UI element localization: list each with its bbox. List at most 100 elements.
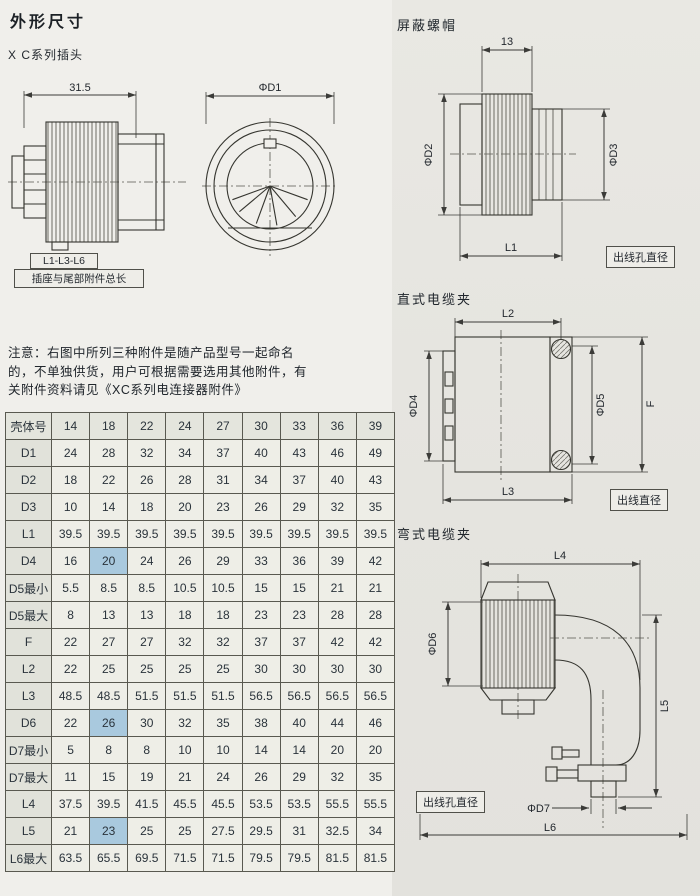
table-cell: 35 — [355, 493, 396, 521]
table-cell: 39.5 — [317, 520, 357, 548]
table-cell: 30 — [241, 655, 281, 683]
table-cell: 36 — [317, 412, 357, 440]
table-cell: 55.5 — [355, 790, 396, 818]
table-cell: 8 — [50, 601, 91, 629]
table-cell: 19 — [127, 763, 167, 791]
table-cell: 56.5 — [317, 682, 357, 710]
table-cell: 56.5 — [241, 682, 281, 710]
bent-dimensions: L4 ΦD6 L5 ΦD7 L6 — [419, 550, 688, 840]
row-label: L6最大 — [5, 844, 52, 872]
row-label: D6 — [5, 709, 52, 737]
table-cell: 30 — [241, 412, 281, 440]
clamp-f-label: F — [645, 400, 657, 407]
table-cell: 8 — [127, 736, 167, 764]
table-cell: 10 — [203, 736, 243, 764]
nut-dimensions: 13 ΦD2 ΦD3 L1 — [423, 36, 620, 261]
table-cell: 28 — [89, 439, 129, 467]
table-cell: 32 — [165, 709, 205, 737]
table-cell: 8.5 — [89, 574, 129, 602]
table-cell: 16 — [50, 547, 91, 575]
table-cell: 21 — [355, 574, 396, 602]
table-cell: 39.5 — [165, 520, 205, 548]
table-cell: 28 — [355, 601, 396, 629]
table-cell: 23 — [241, 601, 281, 629]
table-cell: 26 — [89, 709, 129, 737]
table-cell: 18 — [165, 601, 205, 629]
table-cell: 14 — [89, 493, 129, 521]
table-cell: 40 — [241, 439, 281, 467]
table-cell: 39 — [317, 547, 357, 575]
row-label: L1 — [5, 520, 52, 548]
front-view-diameter-label: ΦD1 — [259, 82, 282, 94]
nut-band-width-label: 13 — [501, 36, 513, 48]
table-cell: 39.5 — [50, 520, 91, 548]
table-cell: 43 — [355, 466, 396, 494]
table-cell: 33 — [241, 547, 281, 575]
clamp-l3-label: L3 — [502, 486, 514, 498]
bent-d7-label: ΦD7 — [527, 803, 550, 815]
table-cell: 36 — [279, 547, 319, 575]
table-cell: 51.5 — [165, 682, 205, 710]
table-cell: 37 — [279, 628, 319, 656]
row-label: L4 — [5, 790, 52, 818]
table-cell: 46 — [317, 439, 357, 467]
table-cell: 32 — [317, 493, 357, 521]
table-cell: 25 — [127, 655, 167, 683]
row-label: D7最小 — [5, 736, 52, 764]
table-cell: 35 — [355, 763, 396, 791]
bent-clamp-drawing: L4 ΦD6 L5 ΦD7 L6 — [419, 550, 688, 840]
row-label: 壳体号 — [5, 412, 52, 440]
table-cell: 20 — [317, 736, 357, 764]
row-label: D7最大 — [5, 763, 52, 791]
table-cell: 27 — [203, 412, 243, 440]
table-cell: 13 — [89, 601, 129, 629]
table-cell: 43 — [279, 439, 319, 467]
table-cell: 30 — [355, 655, 396, 683]
plug-side-view-drawing: 31.5 — [8, 82, 186, 251]
table-cell: 56.5 — [355, 682, 396, 710]
bent-l4-label: L4 — [554, 550, 566, 562]
note-line: 的，不单独供货，用户可根据需要选用其他附件，有 — [8, 364, 308, 379]
table-cell: 22 — [50, 628, 91, 656]
row-label: D2 — [5, 466, 52, 494]
table-cell: 10.5 — [203, 574, 243, 602]
table-cell: 21 — [165, 763, 205, 791]
bent-l5-label: L5 — [659, 700, 671, 712]
plug-front-view-drawing: ΦD1 — [202, 82, 338, 256]
table-cell: 22 — [50, 709, 91, 737]
clamp-l2-label: L2 — [502, 308, 514, 320]
table-cell: 25 — [165, 817, 205, 845]
table-cell: 27.5 — [203, 817, 243, 845]
width-dimension: 31.5 — [23, 82, 137, 138]
table-cell: 29 — [279, 763, 319, 791]
table-cell: 5.5 — [50, 574, 91, 602]
table-cell: 39.5 — [241, 520, 281, 548]
table-cell: 23 — [203, 493, 243, 521]
shield-nut-title: 屏蔽螺帽 — [397, 18, 458, 33]
table-cell: 34 — [241, 466, 281, 494]
table-cell: 10 — [50, 493, 91, 521]
straight-clamp-outlet-box: 出线直径 — [610, 489, 668, 511]
diameter-dimension: ΦD1 — [205, 82, 335, 124]
table-cell: 35 — [203, 709, 243, 737]
table-cell: 39.5 — [89, 790, 129, 818]
table-cell: 32 — [127, 439, 167, 467]
table-cell: 45.5 — [165, 790, 205, 818]
table-cell: 33 — [279, 412, 319, 440]
table-cell: 32 — [203, 628, 243, 656]
table-cell: 24 — [127, 547, 167, 575]
table-cell: 63.5 — [50, 844, 91, 872]
bent-body — [479, 581, 641, 798]
table-cell: 24 — [165, 412, 205, 440]
table-cell: 25 — [165, 655, 205, 683]
clamp-d4-label: ΦD4 — [408, 395, 420, 418]
table-cell: 39.5 — [355, 520, 396, 548]
table-cell: 15 — [279, 574, 319, 602]
table-cell: 8 — [89, 736, 129, 764]
row-label: F — [5, 628, 52, 656]
